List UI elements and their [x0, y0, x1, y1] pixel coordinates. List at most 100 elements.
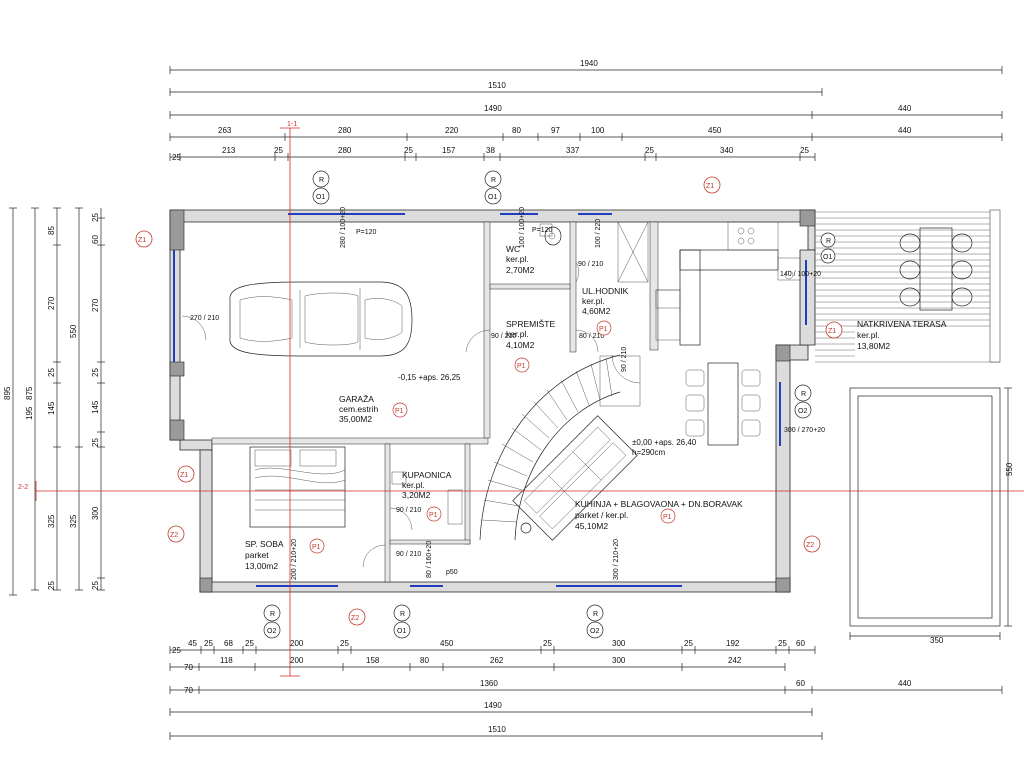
opening-garage-door: 270 / 210: [190, 315, 219, 322]
room-name-storage: SPREMIŠTE: [506, 319, 555, 329]
zone-marker-z2-right: Z2: [806, 542, 814, 549]
dim-280a: 280: [338, 126, 352, 135]
kitchen-counters: [617, 221, 801, 346]
sanitary: [391, 223, 562, 525]
dim-b68: 68: [224, 639, 233, 648]
dim-270b: 270: [91, 298, 100, 312]
dim-25e: 25: [91, 213, 100, 222]
room-tag-bath: P1: [429, 512, 438, 519]
dim-b25b: 25: [245, 639, 254, 648]
opening-garage-window: 280 / 100+20: [340, 207, 347, 248]
dim-97: 97: [551, 126, 560, 135]
dim-b80: 80: [420, 656, 429, 665]
window-tag-o2-3: O2: [590, 628, 599, 635]
dim-b192: 192: [726, 639, 740, 648]
opening-bath-door: 90 / 210: [396, 507, 421, 514]
room-labels: GARAŽA cem.estrih 35,00M2 WC ker.pl. 2,7…: [245, 244, 947, 571]
room-floor-garage: cem.estrih: [339, 404, 378, 414]
zone-marker-z1-top: Z1: [706, 183, 714, 190]
dim-b200: 200: [290, 639, 304, 648]
room-area-terrace: 13,80M2: [857, 341, 890, 351]
dim-b1510: 1510: [488, 725, 506, 734]
dim-350: 350: [930, 636, 944, 645]
window-tag-o1-4: O1: [397, 628, 406, 635]
dim-220: 220: [445, 126, 459, 135]
opening-wc-door: 90 / 210: [578, 261, 603, 268]
room-floor-bedroom: parket: [245, 550, 269, 560]
room-floor-terrace: ker.pl.: [857, 330, 880, 340]
room-tag-bedroom: P1: [312, 544, 321, 551]
door-swings: [181, 261, 641, 568]
room-name-garage: GARAŽA: [339, 394, 374, 404]
dim-25f: 25: [91, 368, 100, 377]
room-name-terrace: NATKRIVENA TERASA: [857, 319, 947, 329]
window-tag-r3: R: [826, 238, 831, 245]
external-slab: 550 350: [849, 387, 1014, 645]
dim-325a: 325: [47, 514, 56, 528]
dim-b45: 45: [188, 639, 197, 648]
opening-bath-window: 80 / 160+20: [426, 541, 433, 578]
dim-25-left: 25: [172, 153, 181, 162]
window-tag-r7: R: [593, 611, 598, 618]
dim-38: 38: [486, 146, 495, 155]
window-tag-o1-1: O1: [316, 194, 325, 201]
dim-145a: 145: [47, 401, 56, 415]
dim-100: 100: [591, 126, 605, 135]
opening-living-window-right: 300 / 270+20: [784, 427, 825, 434]
room-area-hall: 4,60M2: [582, 306, 611, 316]
room-tag-storage: P1: [517, 363, 526, 370]
dim-450a: 450: [708, 126, 722, 135]
dim-b1490: 1490: [484, 701, 502, 710]
room-area-wc: 2,70M2: [506, 265, 535, 275]
dim-b70a: 70: [184, 663, 193, 672]
dim-550: 550: [69, 324, 78, 338]
window-tag-o2-1: O2: [798, 408, 807, 415]
dim-85: 85: [47, 226, 56, 235]
dim-25c: 25: [645, 146, 654, 155]
dim-25d: 25: [800, 146, 809, 155]
section-1-1: 1-1: [287, 121, 297, 128]
elevation-living: ±0,00 +aps. 26,40: [632, 438, 697, 447]
section-2-2: 2-2: [18, 484, 28, 491]
room-name-hall: UL.HODNIK: [582, 286, 629, 296]
dim-195: 195: [25, 406, 34, 420]
dim-b242: 242: [728, 656, 742, 665]
dim-b118: 118: [220, 656, 233, 665]
elevation-garage: -0,15 +aps. 26,25: [398, 373, 461, 382]
dim-row5-ticks: [169, 153, 816, 161]
room-area-bedroom: 13,00m2: [245, 561, 278, 571]
window-tag-r1: R: [319, 177, 324, 184]
opening-labels: 270 / 210 280 / 100+20 P=120 100 / 100+2…: [190, 207, 825, 580]
dim-b25e: 25: [684, 639, 693, 648]
left-dimensions: 895 875 85 270 145 325 550 325 25 60 270…: [3, 207, 105, 596]
elevation-living-h: h=290cm: [632, 448, 665, 457]
room-area-living: 45,10M2: [575, 521, 608, 531]
window-tag-r2: R: [491, 177, 496, 184]
window-tag-o1-2: O1: [488, 194, 497, 201]
opening-garage-p: P=120: [356, 229, 377, 236]
zone-marker-z2-left: Z2: [170, 532, 178, 539]
dim-25a: 25: [274, 146, 283, 155]
dim-440a: 440: [898, 104, 912, 113]
dim-25g: 25: [91, 438, 100, 447]
dining-table: [685, 362, 761, 446]
room-area-bath: 3,20M2: [402, 490, 431, 500]
opening-wc-p: P=120: [532, 227, 553, 234]
dim-270a: 270: [47, 296, 56, 310]
dim-b25-left: 25: [172, 646, 181, 655]
dim-b440: 440: [898, 679, 912, 688]
dim-157: 157: [442, 146, 456, 155]
sofa: [512, 415, 638, 541]
room-tag-garage: P1: [395, 408, 404, 415]
dim-550-terrace: 550: [1005, 462, 1014, 476]
opening-stair-door: 90 / 210: [621, 347, 628, 372]
dim-b25d: 25: [543, 639, 552, 648]
dim-b25f: 25: [778, 639, 787, 648]
dim-1940: 1940: [580, 59, 598, 68]
dim-row4-ticks: [169, 133, 1003, 141]
dim-b300b: 300: [612, 656, 626, 665]
window-tag-r5: R: [400, 611, 405, 618]
dim-80: 80: [512, 126, 521, 135]
bed-symbol: [249, 446, 346, 528]
dim-337: 337: [566, 146, 580, 155]
